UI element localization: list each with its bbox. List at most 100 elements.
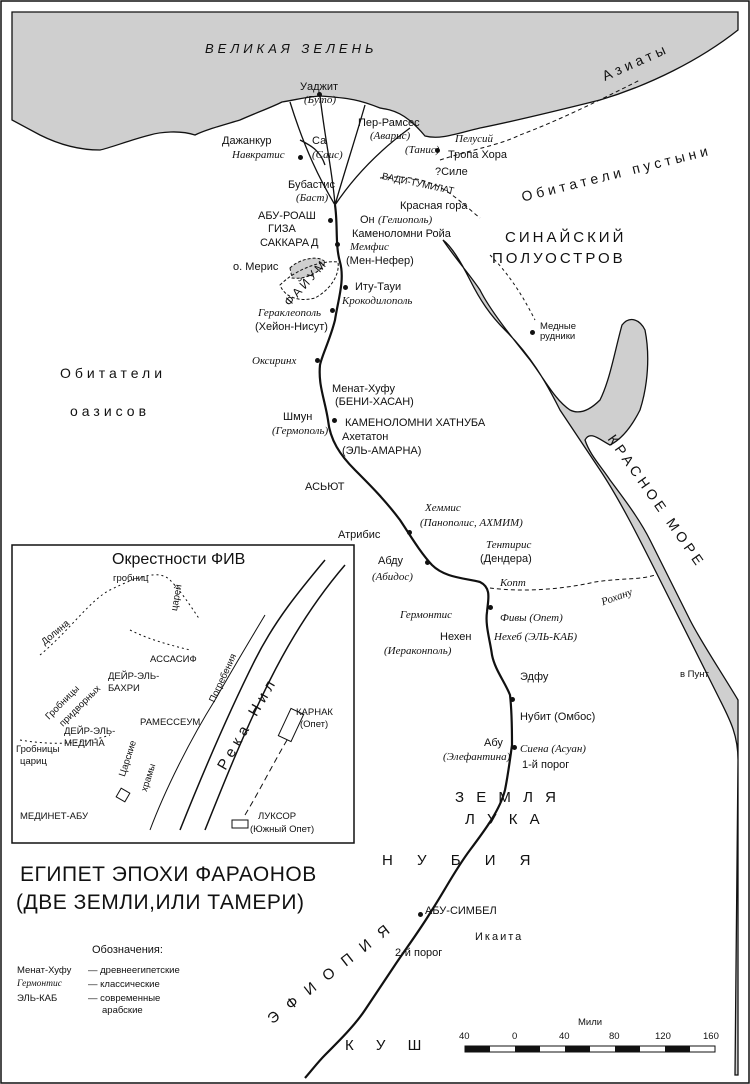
rohanu-route — [489, 574, 656, 591]
legend-desc-ancient: — древнеегипетские — [88, 965, 180, 976]
place-label: Навкратис — [232, 149, 285, 161]
legend-desc-arabic-2: арабские — [102, 1005, 143, 1016]
place-label: КАМЕНОЛОМНИ ХАТНУБА — [345, 417, 486, 429]
karnak-temple — [277, 707, 305, 743]
sea-label: ВЕЛИКАЯ ЗЕЛЕНЬ — [205, 41, 378, 56]
inset-label: РАМЕССЕУМ — [140, 717, 201, 728]
place-label: (Баст) — [296, 192, 329, 204]
inset-road — [244, 734, 291, 816]
horus-road — [439, 79, 641, 161]
place-label: Сиена (Асуан) — [520, 743, 586, 755]
inset-label: (Южный Опет) — [250, 824, 315, 835]
place-label: ГИЗА — [268, 223, 296, 235]
oasis-label-1: Обитатели — [60, 365, 167, 381]
place-label: САККАРА — [260, 237, 310, 249]
place-label: Тентирис — [486, 539, 532, 551]
place-label: Абу — [484, 737, 503, 749]
city-dot — [407, 530, 412, 535]
place-label: Оксиринх — [252, 355, 297, 367]
sinai-label-2: ПОЛУОСТРОВ — [492, 250, 626, 267]
place-label: Каменоломни Ройа — [352, 228, 451, 240]
place-label: Хеммис — [425, 502, 461, 514]
place-label: АБУ-РОАШ — [258, 210, 316, 222]
inset-nile-west — [179, 559, 326, 831]
place-label: (Танис) — [405, 144, 440, 156]
place-label: Менат-Хуфу — [332, 383, 395, 395]
place-label: Шмун — [283, 411, 313, 423]
place-label: (Авaрис) — [370, 130, 411, 142]
kush-label: К У Ш — [345, 1037, 426, 1054]
scale-tick: 120 — [655, 1031, 671, 1042]
place-label: (Саис) — [312, 149, 343, 161]
city-dot — [530, 330, 535, 335]
oasis-label-2: оазисов — [70, 403, 151, 419]
inset-label: гробниц — [113, 573, 149, 584]
scale-tick: 160 — [703, 1031, 719, 1042]
place-label: 2-й порог — [395, 947, 443, 959]
place-label: Красная гора — [400, 200, 468, 212]
sinai-label-1: СИНАЙСКИЙ — [505, 229, 627, 246]
place-label: Он — [360, 214, 375, 226]
scale-tick: 40 — [559, 1031, 570, 1042]
place-label: Нехен — [440, 631, 472, 643]
inset-nile-east — [204, 564, 346, 831]
scale-tick: 0 — [512, 1031, 518, 1042]
place-label: Бубастис — [288, 179, 335, 191]
luka-label-1: З Е М Л Я — [455, 789, 560, 806]
place-label: (Иераконполь) — [384, 645, 452, 657]
city-dot — [512, 745, 517, 750]
wadi-tumilat-path — [379, 176, 481, 219]
place-label: Нехеб (ЭЛЬ-КАБ) — [494, 631, 578, 643]
city-dot — [317, 92, 322, 97]
city-dot — [298, 155, 303, 160]
place-label: (Гелиополь) — [378, 214, 433, 226]
place-label: Пер-Рамсес — [358, 117, 420, 129]
place-label: Иту-Тауи — [355, 281, 402, 293]
nubia-label: Н У Б И Я — [382, 852, 535, 869]
place-label: (Дендера) — [480, 553, 532, 565]
place-label: (Буто) — [304, 94, 337, 106]
place-label: (Хейон-Нисут) — [255, 321, 328, 333]
inset-label: ДЕЙР-ЭЛЬ- — [108, 671, 160, 682]
place-label: Тропа Хора — [448, 149, 508, 161]
place-label: (Панополис, АХМИМ) — [420, 517, 523, 529]
place-label: Ахетатон — [342, 431, 389, 443]
red-sea — [442, 239, 739, 1076]
sinai-route — [489, 254, 536, 321]
city-dot — [332, 418, 337, 423]
scale-label: Мили — [578, 1017, 603, 1028]
inset-label: АССАСИФ — [150, 654, 197, 665]
place-label: (Элефантина) — [443, 751, 511, 763]
inset-fields — [149, 614, 266, 831]
place-label: Гераклеополь — [258, 307, 322, 319]
nile-delta — [289, 95, 411, 206]
place-label: Мемфис — [350, 241, 389, 253]
map-title-line-1: ЕГИПЕТ ЭПОХИ ФАРАОНОВ — [20, 863, 317, 886]
inset-label: МЕДИНЕТ-АБУ — [20, 811, 89, 822]
luxor-temple — [231, 819, 249, 829]
place-label: Гермонтис — [400, 609, 453, 621]
place-label: Д — [311, 237, 319, 249]
legend-sample-arabic: ЭЛЬ-КАБ — [17, 993, 58, 1004]
city-dot — [335, 242, 340, 247]
scale-tick: 40 — [459, 1031, 470, 1042]
place-label: Уаджит — [300, 81, 339, 93]
ikaita-label: Икаита — [475, 931, 524, 943]
luka-label-2: Л У К А — [465, 811, 544, 828]
place-label: (ЭЛЬ-АМАРНА) — [342, 445, 422, 457]
city-dot — [330, 308, 335, 313]
city-dot — [488, 605, 493, 610]
inset-label: ДЕЙР-ЭЛЬ- — [64, 726, 116, 737]
city-dot — [510, 697, 515, 702]
place-label: Медные рудники — [540, 321, 576, 342]
place-label: АСЬЮТ — [305, 481, 345, 493]
place-label: (Абидос) — [372, 571, 413, 583]
scale-segment — [465, 1046, 490, 1052]
inset-label: цариц — [20, 756, 47, 767]
place-label: Нубит (Омбос) — [520, 711, 596, 723]
city-dot — [418, 912, 423, 917]
legend-sample-classical: Гермонтис — [17, 979, 62, 989]
inset-label: МЕДИНА — [64, 738, 105, 749]
